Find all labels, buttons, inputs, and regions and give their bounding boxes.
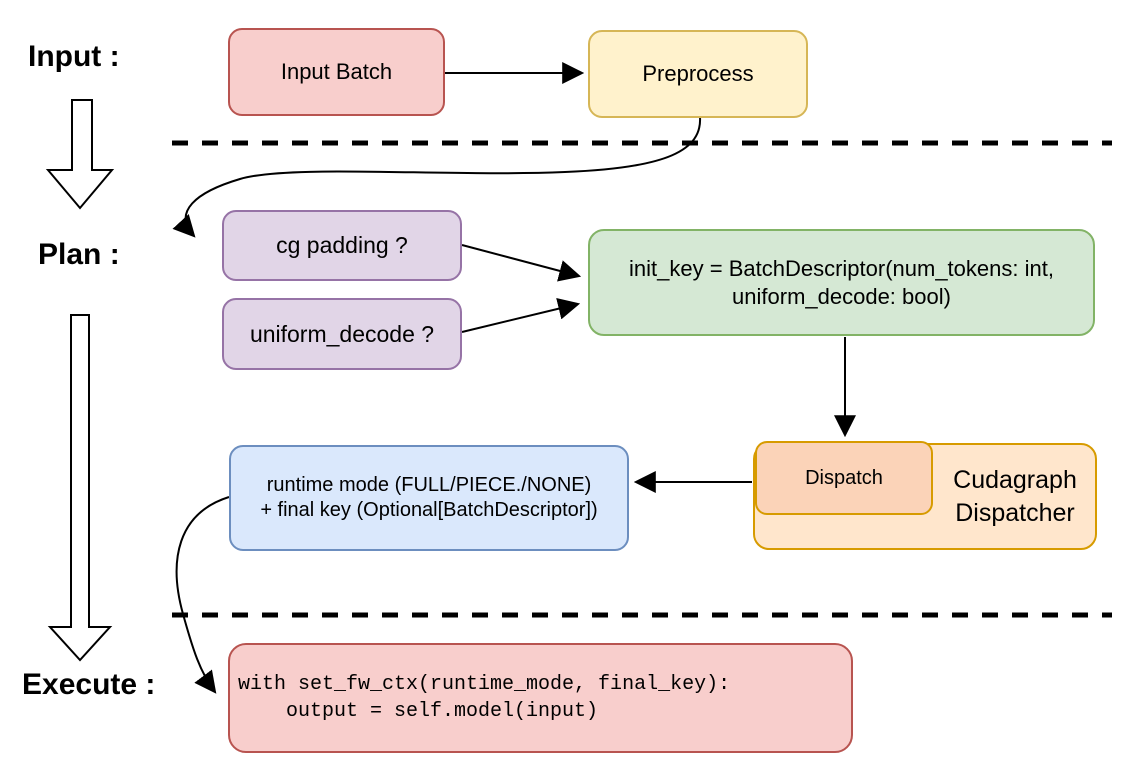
node-init-key: init_key = BatchDescriptor(num_tokens: i… <box>588 229 1095 336</box>
node-runtime-mode-line1: runtime mode (FULL/PIECE./NONE) <box>266 474 592 496</box>
hollow-arrow-input-icon <box>45 99 115 210</box>
stage-label-plan: Plan : <box>38 238 120 271</box>
stage-label-execute: Execute : <box>22 668 156 701</box>
node-dispatch-label: Dispatch <box>805 466 883 489</box>
arrow-cgpadding-to-initkey-icon <box>461 244 582 282</box>
arrow-runtimemode-to-code-icon <box>175 496 230 694</box>
node-execute-code: with set_fw_ctx(runtime_mode, final_key)… <box>228 643 853 753</box>
node-dispatch: Dispatch <box>755 441 933 515</box>
node-preprocess: Preprocess <box>588 30 808 118</box>
node-execute-code-line2: output = self.model(input) <box>238 700 599 723</box>
node-execute-code-line1: with set_fw_ctx(runtime_mode, final_key)… <box>238 673 731 696</box>
node-runtime-mode-line2: + final key (Optional[BatchDescriptor]) <box>260 499 598 521</box>
hollow-arrow-plan-icon <box>47 314 113 662</box>
node-cg-padding-label: cg padding ? <box>276 232 408 259</box>
node-cg-padding: cg padding ? <box>222 210 462 281</box>
arrow-preprocess-to-cgpadding-icon <box>172 116 702 238</box>
node-input-batch: Input Batch <box>228 28 445 116</box>
node-preprocess-label: Preprocess <box>642 61 754 87</box>
node-init-key-line1: init_key = BatchDescriptor(num_tokens: i… <box>629 256 1054 281</box>
node-cudagraph-dispatcher-label: Cudagraph Dispatcher <box>953 466 1077 527</box>
node-input-batch-label: Input Batch <box>280 59 393 85</box>
node-uniform-decode: uniform_decode ? <box>222 298 462 370</box>
node-cudagraph-dispatcher-label-box: Cudagraph Dispatcher <box>935 443 1095 550</box>
node-runtime-mode: runtime mode (FULL/PIECE./NONE) + final … <box>229 445 629 551</box>
node-init-key-line2: uniform_decode: bool) <box>732 283 951 309</box>
stage-label-input: Input : <box>28 40 120 73</box>
arrow-uniformdecode-to-initkey-icon <box>461 297 581 333</box>
node-uniform-decode-label: uniform_decode ? <box>249 320 435 347</box>
